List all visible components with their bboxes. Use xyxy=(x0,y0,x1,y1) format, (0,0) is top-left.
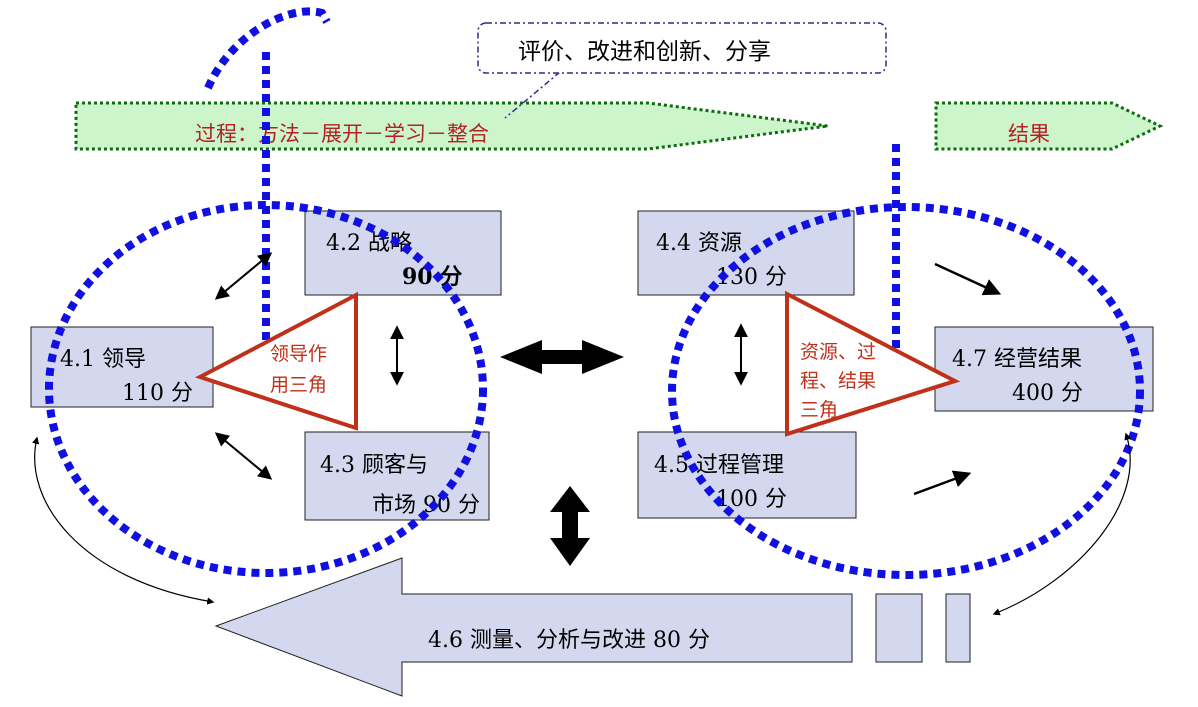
measurement-bar-2 xyxy=(945,593,971,663)
callout-text: 评价、改进和创新、分享 xyxy=(518,39,771,65)
arrow-leadership-customer xyxy=(214,432,273,480)
results-title: 4.7 经营结果 xyxy=(952,347,1082,372)
results-triangle-line1: 资源、过 xyxy=(800,341,876,363)
arrow-resources-results xyxy=(934,262,1002,296)
box-process: 4.5 过程管理 100 分 xyxy=(637,431,857,519)
leadership-title: 4.1 领导 xyxy=(60,347,146,372)
leadership-triangle-line2: 用三角 xyxy=(270,374,327,396)
result-banner-label: 结果 xyxy=(1008,122,1050,146)
thick-vertical-double-arrow xyxy=(550,486,590,566)
results-triangle-line3: 三角 xyxy=(800,399,838,421)
callout-pointer xyxy=(504,71,561,119)
process-banner-label: 过程：方法－展开－学习－整合 xyxy=(195,122,489,146)
arrow-leadership-strategy xyxy=(214,252,273,300)
results-score: 400 分 xyxy=(1012,381,1083,406)
measurement-label: 4.6 测量、分析与改进 80 分 xyxy=(428,628,710,653)
arrow-leadership-measurement xyxy=(32,436,215,605)
right-dotted-ellipse xyxy=(668,203,1144,579)
results-triangle-line2: 程、结果 xyxy=(800,370,876,392)
measurement-arrow xyxy=(214,557,853,697)
box-leadership: 4.1 领导 110 分 xyxy=(30,326,214,408)
leadership-triangle-line1: 领导作 xyxy=(270,343,327,365)
arrow-process-results xyxy=(913,470,972,496)
callout-box xyxy=(477,22,887,74)
left-dotted-hook xyxy=(204,7,331,90)
box-strategy: 4.2 战略 90 分 xyxy=(304,210,502,296)
resources-score: 130 分 xyxy=(716,265,787,290)
thick-horizontal-double-arrow xyxy=(500,340,624,374)
strategy-title: 4.2 战略 xyxy=(326,231,412,256)
measurement-bar-1 xyxy=(875,593,923,663)
process-title: 4.5 过程管理 xyxy=(654,453,784,478)
resources-title: 4.4 资源 xyxy=(656,231,742,256)
box-results: 4.7 经营结果 400 分 xyxy=(934,326,1154,412)
leadership-triangle: 领导作 用三角 xyxy=(194,291,358,431)
results-triangle: 资源、过 程、结果 三角 xyxy=(785,290,961,437)
arrow-results-measurement xyxy=(992,432,1132,616)
result-banner xyxy=(934,101,1164,151)
leadership-score: 110 分 xyxy=(122,381,193,406)
left-dotted-ellipse xyxy=(45,201,487,577)
customer-title: 4.3 顾客与 xyxy=(320,453,428,478)
